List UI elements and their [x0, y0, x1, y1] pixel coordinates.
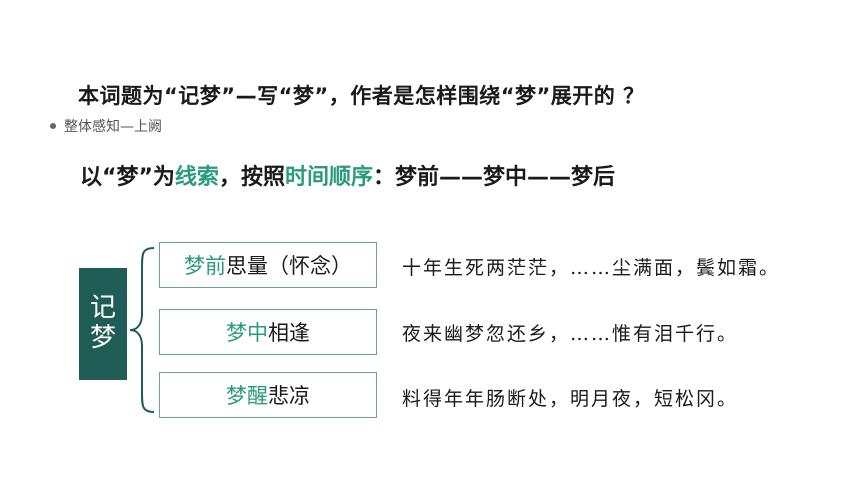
- verse-after-dream: 料得年年肠断处，明月夜，短松冈。: [402, 388, 739, 410]
- thread-statement: 以“梦”为线索，按照时间顺序：梦前——梦中——梦后: [80, 159, 615, 191]
- stage-highlight: 梦醒: [226, 384, 268, 408]
- dream-title-box: 记 梦: [79, 268, 127, 380]
- stage-highlight: 梦前: [184, 254, 226, 278]
- thread-suffix: ：梦前——梦中——梦后: [372, 165, 615, 190]
- stage-box-after-dream: 梦醒悲凉: [159, 372, 377, 418]
- section-label-text: 整体感知—上阙: [64, 119, 162, 135]
- verse-in-dream: 夜来幽梦忽还乡，……惟有泪千行。: [402, 323, 739, 345]
- stage-rest: 悲凉: [268, 384, 310, 408]
- stage-box-in-dream: 梦中相逢: [159, 309, 377, 355]
- dream-title-char-1: 记: [89, 293, 116, 324]
- thread-middle: ，按照: [218, 165, 285, 190]
- stage-rest: 相逢: [268, 321, 310, 345]
- thread-keyword-clue: 线索: [174, 165, 219, 190]
- dream-title-char-2: 梦: [89, 323, 116, 353]
- verse-before-dream: 十年生死两茫茫，……尘满面，鬓如霜。: [402, 257, 781, 279]
- stage-highlight: 梦中: [226, 321, 268, 345]
- thread-prefix: 以“梦”为: [80, 165, 175, 190]
- bullet-icon: [50, 123, 56, 129]
- stage-box-before-dream: 梦前思量（怀念）: [159, 242, 377, 288]
- brace-icon: [129, 247, 155, 413]
- question-heading: 本词题为“记梦”—写“梦”，作者是怎样围绕“梦”展开的 ？: [78, 84, 645, 108]
- stage-rest: 思量（怀念）: [226, 254, 352, 278]
- section-label: 整体感知—上阙: [50, 116, 162, 136]
- thread-keyword-time-order: 时间顺序: [284, 165, 373, 190]
